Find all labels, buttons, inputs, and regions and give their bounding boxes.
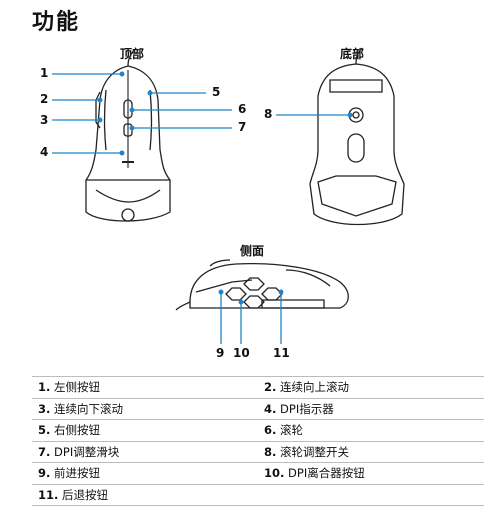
feature-cell: 8. 滚轮调整开关 [258,440,484,463]
mouse-top-view [85,49,171,222]
callout-9: 9 [216,346,225,360]
callout-1: 1 [40,66,49,80]
top-view-label: 顶部 [120,47,145,61]
table-row: 5. 右侧按钮 6. 滚轮 [32,419,484,441]
feature-cell: 5. 右侧按钮 [32,419,258,441]
feature-cell: 2. 连续向上滚动 [258,376,484,398]
callout-2: 2 [40,92,49,106]
callout-10: 10 [233,346,250,360]
side-view-label: 侧面 [240,244,265,258]
callout-8: 8 [264,107,273,121]
callout-7: 7 [238,120,247,134]
table-row: 1. 左侧按钮 2. 连续向上滚动 [32,376,484,398]
callout-6: 6 [238,102,247,116]
feature-cell: 1. 左侧按钮 [32,376,258,398]
feature-cell-empty [258,483,484,506]
feature-cell: 4. DPI指示器 [258,397,484,420]
callout-4: 4 [40,145,49,159]
table-row: 7. DPI调整滑块 8. 滚轮调整开关 [32,440,484,463]
table-row: 9. 前进按钮 10. DPI离合器按钮 [32,462,484,484]
feature-cell: 6. 滚轮 [258,419,484,441]
feature-cell: 10. DPI离合器按钮 [258,462,484,484]
bottom-view-label: 底部 [340,47,365,61]
table-row: 3. 连续向下滚动 4. DPI指示器 [32,397,484,420]
feature-cell: 7. DPI调整滑块 [32,440,258,463]
callout-5: 5 [212,85,221,99]
feature-cell: 3. 连续向下滚动 [32,397,258,420]
side-leader-lines [218,289,284,344]
bottom-leader-lines [276,112,353,118]
feature-cell: 11. 后退按钮 [32,483,258,506]
callout-11: 11 [273,346,290,360]
mouse-side-view [175,259,349,311]
features-table: 1. 左侧按钮 2. 连续向上滚动 3. 连续向下滚动 4. DPI指示器 5.… [32,376,484,506]
mouse-diagram [52,47,405,344]
top-leader-lines [52,71,232,156]
page-title: 功能 [32,10,81,35]
callout-3: 3 [40,113,49,127]
table-row: 11. 后退按钮 [32,483,484,506]
feature-cell: 9. 前进按钮 [32,462,258,484]
mouse-bottom-view [309,47,405,226]
